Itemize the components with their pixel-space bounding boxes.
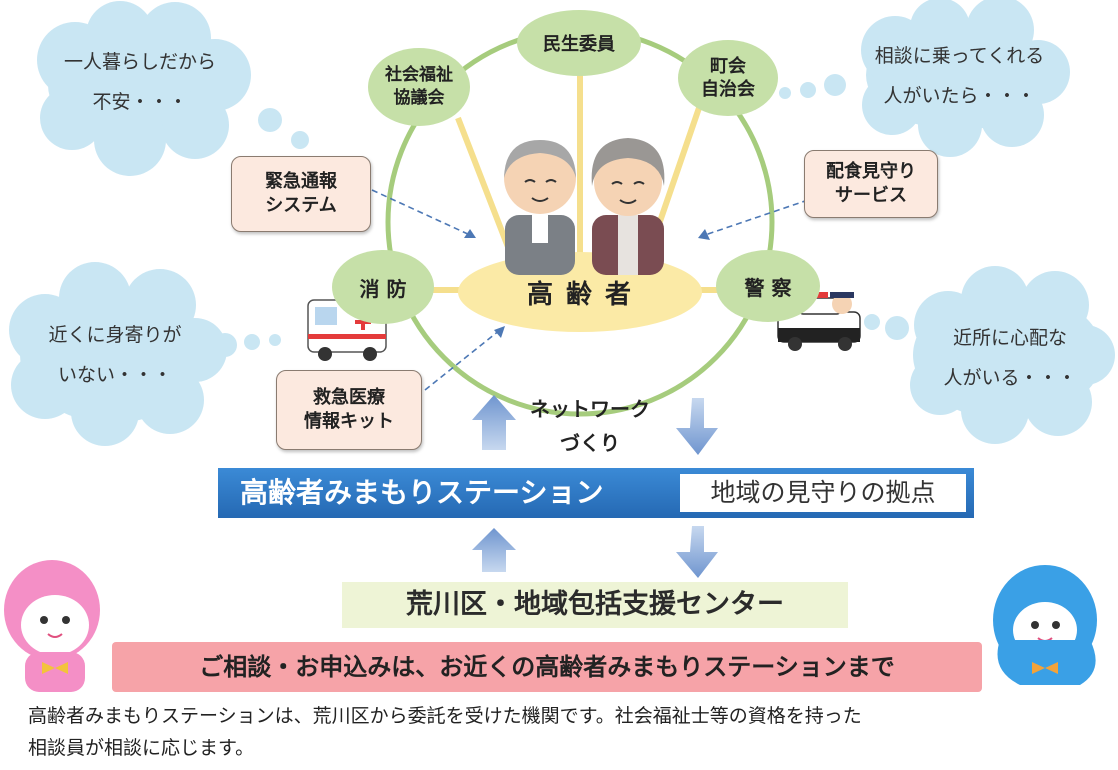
thought-mid-left: 近くに身寄りが いない・・・ — [48, 324, 182, 386]
center-org-name: 荒川区・地域包括支援センター — [406, 589, 784, 620]
footer-description: 高齢者みまもりステーションは、荒川区から委託を受けた機関です。社会福祉士等の資格… — [28, 705, 862, 759]
node-social-welfare-council: 社会福祉 協議会 — [368, 48, 470, 126]
cloud-top-right — [779, 0, 1070, 157]
center-elderly-label: 高 齢 者 — [526, 280, 634, 310]
cloud-top-left — [37, 1, 309, 176]
node-fire-department: 消 防 — [332, 250, 434, 324]
center-org-bar — [342, 582, 848, 628]
blue-mascot-illustration — [993, 565, 1097, 685]
cloud-mid-right — [864, 266, 1115, 444]
thought-top-left: 一人暮らしだから 不安・・・ — [63, 51, 216, 113]
elderly-couple-illustration — [504, 138, 665, 275]
station-subtitle: 地域の見守りの拠点 — [710, 478, 936, 507]
contact-banner-text: ご相談・お申込みは、お近くの高齢者みまもりステーションまで — [199, 653, 895, 681]
node-welfare-commissioner: 民生委員 — [517, 10, 641, 76]
cloud-mid-left — [9, 262, 281, 446]
service-emergency-call-system: 緊急通報 システム — [231, 156, 371, 232]
service-medical-info-kit: 救急医療 情報キット — [276, 370, 422, 450]
node-neighborhood-association: 町会 自治会 — [678, 40, 778, 116]
network-building-label: ネットワーク づくり — [530, 397, 650, 455]
station-name: 高齢者みまもりステーション — [240, 476, 604, 509]
service-meal-watch: 配食見守り サービス — [804, 150, 938, 218]
contact-banner — [112, 642, 982, 692]
thought-mid-right: 近所に心配な 人がいる・・・ — [943, 327, 1077, 389]
police-car-icon — [777, 292, 861, 351]
network-arrows — [472, 395, 718, 578]
pink-mascot-illustration — [4, 560, 100, 692]
node-police: 警 察 — [716, 250, 820, 322]
service-arrows — [371, 189, 809, 391]
thought-top-right: 相談に乗ってくれる 人がいたら・・・ — [874, 45, 1045, 107]
